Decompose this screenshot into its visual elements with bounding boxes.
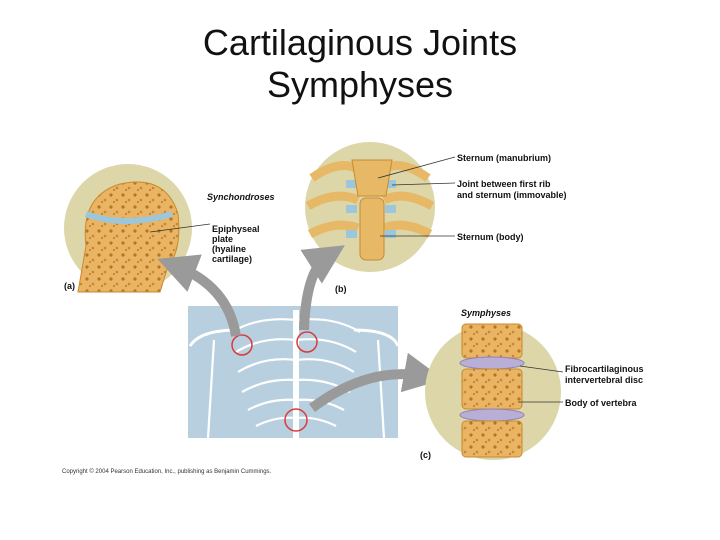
manubrium xyxy=(351,159,393,197)
arrow-to-panel-c xyxy=(309,352,444,413)
epiphyseal-label-1: Epiphyseal xyxy=(212,224,260,234)
sternum-body-label: Sternum (body) xyxy=(457,232,524,242)
disc-label-1: Fibrocartilaginous xyxy=(565,364,644,374)
disc-label-2: intervertebral disc xyxy=(565,375,643,385)
intervertebral-disc-1 xyxy=(459,356,525,370)
first-rib-joint-label-2: and sternum (immovable) xyxy=(457,190,567,200)
panel-c-symphysis: Symphyses Fibrocartilaginous interverteb… xyxy=(420,308,644,460)
costal-cartilages xyxy=(346,180,396,238)
epiphyseal-plate-leader xyxy=(149,223,211,233)
highlight-ring-a xyxy=(231,334,253,356)
arrows xyxy=(157,245,444,413)
arrow-to-panel-b xyxy=(299,245,345,331)
disc-leader xyxy=(519,365,564,373)
right-clavicle xyxy=(353,328,400,347)
panel-b-letter: (b) xyxy=(335,284,347,294)
first-rib-joint-leader xyxy=(391,182,456,186)
manubrium-label: Sternum (manubrium) xyxy=(457,153,551,163)
intervertebral-disc-2 xyxy=(459,408,525,422)
sternum-body xyxy=(359,197,385,261)
epiphyseal-label-4: cartilage) xyxy=(212,254,252,264)
manubrium-leader xyxy=(377,156,456,179)
slide-title: Cartilaginous Joints Symphyses xyxy=(0,22,720,106)
symphyses-heading: Symphyses xyxy=(461,308,511,318)
copyright-notice: Copyright © 2004 Pearson Education, Inc.… xyxy=(62,468,272,475)
highlight-ring-b xyxy=(296,331,318,353)
vertebra-body-2 xyxy=(461,368,523,410)
panel-a-synchondrosis: Synchondroses Epiphyseal plate (hyaline … xyxy=(64,164,275,293)
epiphyseal-plate xyxy=(84,211,173,224)
torso-panel xyxy=(188,306,400,439)
epiphyseal-label-2: plate xyxy=(212,234,233,244)
arrow-to-panel-a xyxy=(157,254,241,337)
highlight-ring-c xyxy=(284,408,308,432)
first-rib-joint-label-1: Joint between first rib xyxy=(457,179,551,189)
title-line-2: Symphyses xyxy=(266,64,454,105)
panel-b-sternum: Sternum (manubrium) Joint between first … xyxy=(305,142,567,294)
synchondroses-heading: Synchondroses xyxy=(207,192,275,202)
vertebra-label: Body of vertebra xyxy=(565,398,638,408)
epiphyseal-label-3: (hyaline xyxy=(212,244,246,254)
panel-a-letter: (a) xyxy=(64,281,75,291)
title-line-1: Cartilaginous Joints xyxy=(202,22,518,63)
vertebra-body-3 xyxy=(461,420,523,458)
vertebra-body-1 xyxy=(461,323,523,359)
panel-c-letter: (c) xyxy=(420,450,431,460)
